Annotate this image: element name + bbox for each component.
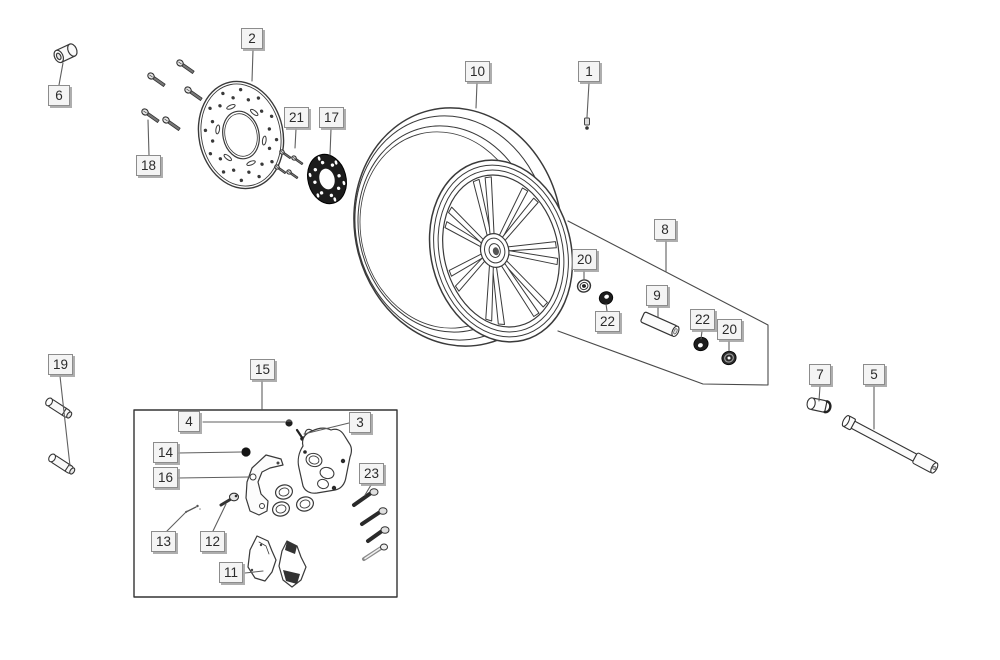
caliper-kit-box: [133, 409, 398, 598]
callout-label-22b: 22: [690, 309, 716, 330]
callout-label-18: 18: [136, 155, 162, 176]
part-spacer-tube: [640, 311, 680, 338]
part-pulser-ring: [307, 153, 347, 205]
part-caliper-bolts: [352, 488, 390, 561]
callout-label-14: 14: [153, 442, 179, 463]
leader-line-1: [586, 82, 590, 118]
callout-label-1: 1: [578, 61, 600, 82]
callout-label-17: 17: [319, 107, 345, 128]
part-valve-screw: [584, 117, 590, 130]
callout-label-20a: 20: [572, 249, 598, 270]
leader-line-17: [329, 128, 332, 156]
part-seal-rear: [721, 350, 737, 366]
callout-label-8: 8: [654, 219, 676, 240]
leader-line-7: [818, 385, 821, 402]
callout-label-5: 5: [863, 364, 885, 385]
rim: [428, 159, 574, 343]
leader-line-10: [475, 82, 478, 109]
callout-label-7: 7: [809, 364, 831, 385]
leader-line-11: [244, 570, 264, 574]
leader-line-16: [177, 476, 250, 479]
part-spacer-bushing: [53, 43, 78, 64]
callout-label-12: 12: [200, 531, 226, 552]
part-mount-pins: [45, 397, 76, 475]
part-bearing-front: [598, 291, 614, 305]
callout-label-23: 23: [359, 463, 385, 484]
rim-spokes: [444, 176, 559, 325]
leader-line-6: [58, 62, 64, 86]
part-lock-nut: [285, 419, 293, 427]
callout-label-22a: 22: [595, 311, 621, 332]
leader-line-19: [59, 375, 71, 467]
callout-label-4: 4: [178, 411, 200, 432]
leader-line-18: [147, 119, 150, 156]
part-disc-bolts: [141, 59, 203, 131]
leader-line-22a: [605, 303, 608, 312]
leader-line-3: [303, 422, 350, 435]
callout-label-15: 15: [250, 359, 276, 380]
part-axle-cap: [806, 397, 832, 414]
part-brake-disc: [197, 80, 285, 190]
callout-label-19: 19: [48, 354, 74, 375]
callout-label-11: 11: [219, 562, 244, 583]
leader-line-21: [294, 128, 297, 149]
part-axle-shaft: [841, 415, 939, 474]
part-pad-pin: [185, 504, 201, 513]
callout-label-16: 16: [153, 467, 179, 488]
leader-line-14: [177, 451, 242, 454]
disc-drill-holes: [203, 87, 279, 183]
leader-line-23: [364, 484, 372, 496]
callout-label-6: 6: [48, 85, 70, 106]
leader-line-22b: [700, 330, 703, 340]
part-wheel: [353, 107, 574, 347]
leader-line-2: [251, 49, 254, 82]
callout-label-13: 13: [151, 531, 177, 552]
callout-label-21: 21: [284, 107, 310, 128]
callout-label-10: 10: [465, 61, 491, 82]
callout-label-20b: 20: [717, 319, 743, 340]
part-bearing-rear: [693, 336, 709, 352]
part-caliper-pistons: [271, 484, 315, 517]
leader-line-13: [166, 510, 188, 532]
callout-label-2: 2: [241, 28, 263, 49]
leader-line-12: [212, 503, 227, 532]
part-caliper-body: [297, 427, 352, 494]
hub: [479, 233, 510, 268]
part-brake-pads: [247, 535, 307, 588]
part-pivot-bolt: [219, 492, 240, 507]
part-pulser-screws: [274, 149, 304, 180]
part-seal-washer-front: [576, 279, 592, 293]
part-caliper-bracket: [245, 454, 284, 516]
part-axle-guide-lines: [557, 220, 769, 386]
part-boot-cap: [241, 447, 251, 457]
callout-label-3: 3: [349, 412, 371, 433]
callout-label-9: 9: [646, 285, 668, 306]
leader-lines: [58, 49, 875, 574]
